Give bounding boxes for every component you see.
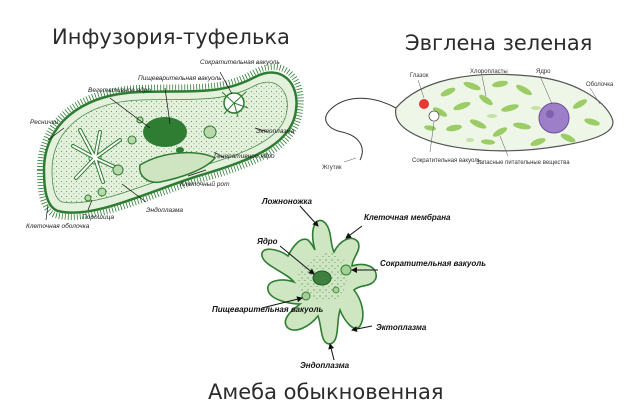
label-euglena-reserve: Запасные питательные вещества: [476, 160, 570, 166]
label-paramecium-ectoplasm: Эктоплазма: [256, 128, 295, 135]
euglena-chloroplasts: [424, 80, 600, 146]
label-euglena-flagellum: Жгутик: [322, 165, 342, 171]
euglena-label-lines: [343, 75, 601, 163]
paramecium-label-lines: [45, 71, 269, 221]
label-amoeba-ectoplasm: Эктоплазма: [376, 323, 427, 332]
label-paramecium-digestive-vac-1: Пищеварительная вакуоль: [138, 75, 222, 82]
label-amoeba-membrane: Клеточная мембрана: [364, 213, 451, 222]
amoeba-contractile-vacuole: [340, 264, 352, 276]
label-paramecium-cilia: Реснички: [30, 119, 59, 126]
label-paramecium-membrane: Клеточная оболочка: [26, 222, 90, 230]
label-euglena-shell: Оболочка: [586, 82, 614, 88]
label-paramecium-endoplasm: Эндоплазма: [146, 206, 183, 214]
euglena-nucleus: [538, 102, 570, 134]
euglena-contractile-vacuole: [428, 110, 440, 122]
label-amoeba-digestive-vac: Пищеварительная вакуоль: [212, 305, 323, 314]
label-euglena-nucleus: Ядро: [536, 69, 551, 75]
label-paramecium-gen-nucleus: Генеративное ядро: [214, 152, 275, 160]
euglena-illustration: [325, 73, 614, 161]
label-euglena-contractile-vac: Сократительная вакуоль: [412, 158, 481, 164]
amoeba-digestive-vacuole: [301, 291, 311, 301]
amoeba-nucleus: [312, 270, 332, 286]
label-paramecium-contractile-vac: Сократительная вакуоль: [200, 59, 280, 66]
label-euglena-eyespot: Глазок: [410, 73, 429, 79]
label-paramecium-powder: Порошица: [82, 214, 114, 221]
label-amoeba-nucleus: Ядро: [256, 237, 278, 246]
euglena-flagellum: [325, 97, 397, 161]
euglena-eyespot: [419, 99, 429, 109]
label-amoeba-contractile-vac: Сократительная вакуоль: [380, 259, 486, 268]
amoeba-label-arrows: [261, 205, 378, 361]
paramecium-macronucleus: [143, 117, 187, 147]
amoeba-illustration: [261, 219, 377, 345]
label-amoeba-pseudopod: Ложноножка: [261, 197, 313, 206]
label-paramecium-cell-mouth: Клеточный рот: [180, 180, 230, 188]
amoeba-title: Амеба обыкновенная: [208, 380, 444, 404]
paramecium-illustration: [36, 63, 304, 220]
paramecium-title: Инфузория-туфелька: [52, 25, 290, 49]
paramecium-oral-groove: [139, 151, 217, 184]
label-amoeba-endoplasm: Эндоплазма: [300, 361, 350, 370]
euglena-title: Эвглена зеленая: [405, 31, 592, 55]
paramecium-star-vacuole: [71, 128, 123, 184]
label-paramecium-veg-nucleus: Вегетативное ядро: [88, 86, 151, 94]
label-euglena-chloroplasts: Хлоропласты: [470, 69, 508, 75]
